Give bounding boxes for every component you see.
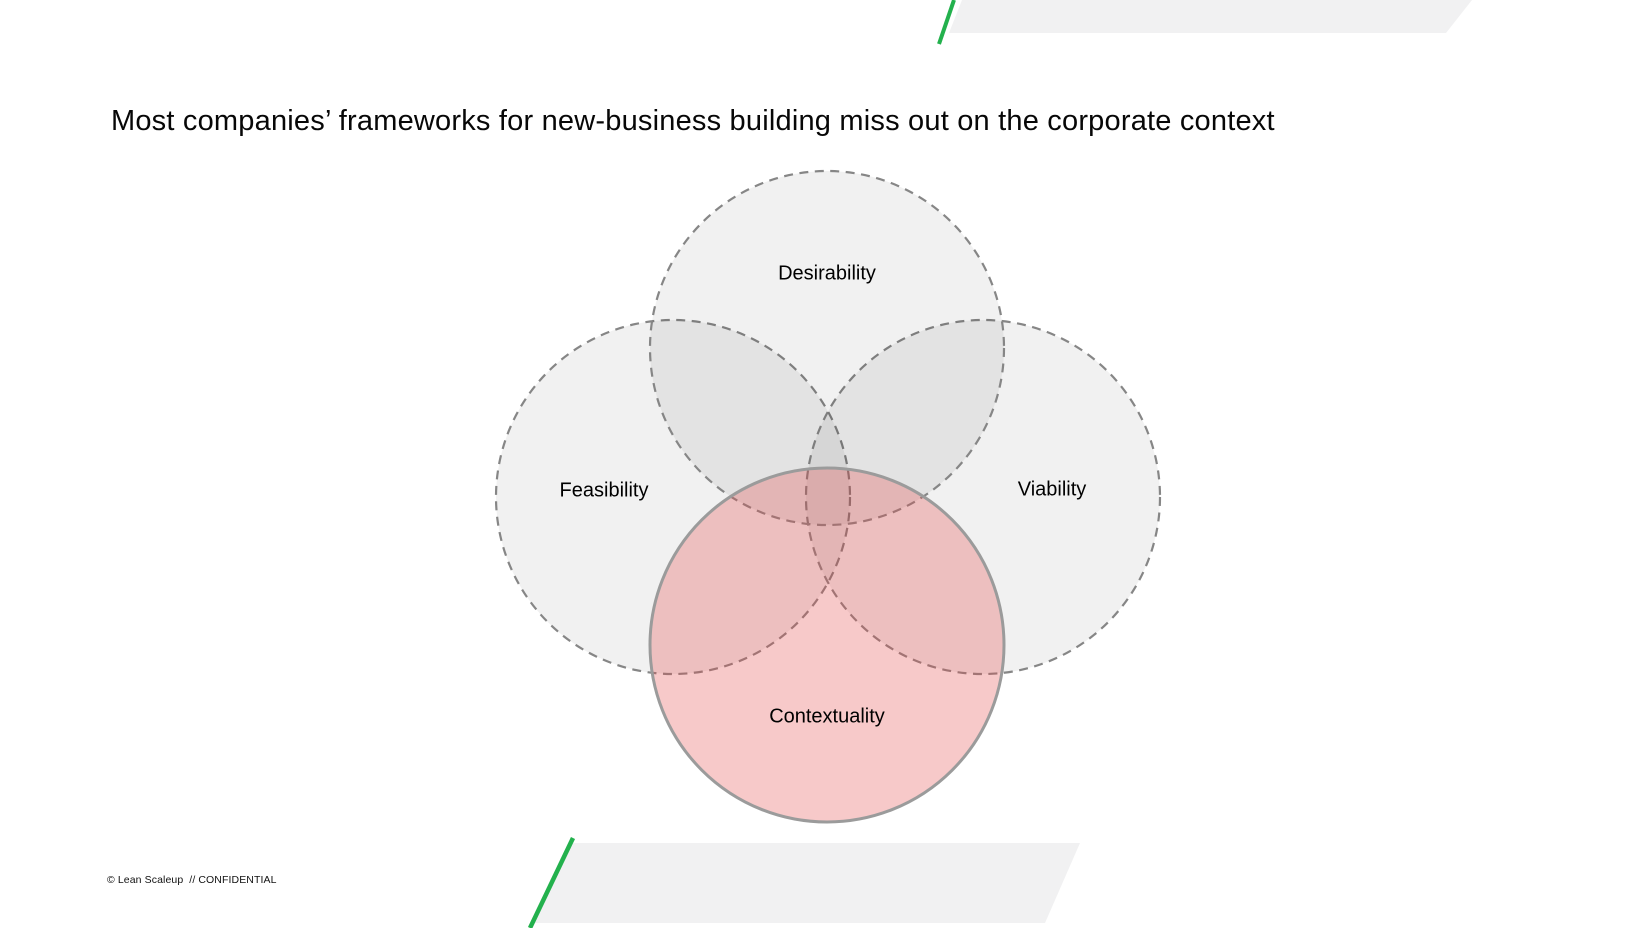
venn-circle-viability	[804, 318, 1162, 676]
venn-circle-desirability	[648, 169, 1006, 527]
venn-label-desirability: Desirability	[778, 262, 876, 285]
deco-parallelogram-bottom	[535, 843, 1080, 923]
venn-circle-contextuality-border	[648, 466, 1006, 824]
venn-label-contextuality: Contextuality	[769, 705, 885, 728]
accent-line-top	[937, 0, 956, 45]
venn-circle-feasibility	[494, 318, 852, 676]
accent-line-bottom	[527, 837, 576, 928]
venn-label-feasibility: Feasibility	[559, 479, 649, 502]
deco-parallelogram-top	[949, 0, 1472, 33]
venn-label-viability: Viability	[1017, 478, 1087, 501]
slide-title: Most companies’ frameworks for new-busin…	[111, 105, 1275, 137]
slide-footer: © Lean Scaleup // CONFIDENTIAL	[107, 874, 277, 886]
venn-circle-contextuality	[650, 468, 1004, 822]
